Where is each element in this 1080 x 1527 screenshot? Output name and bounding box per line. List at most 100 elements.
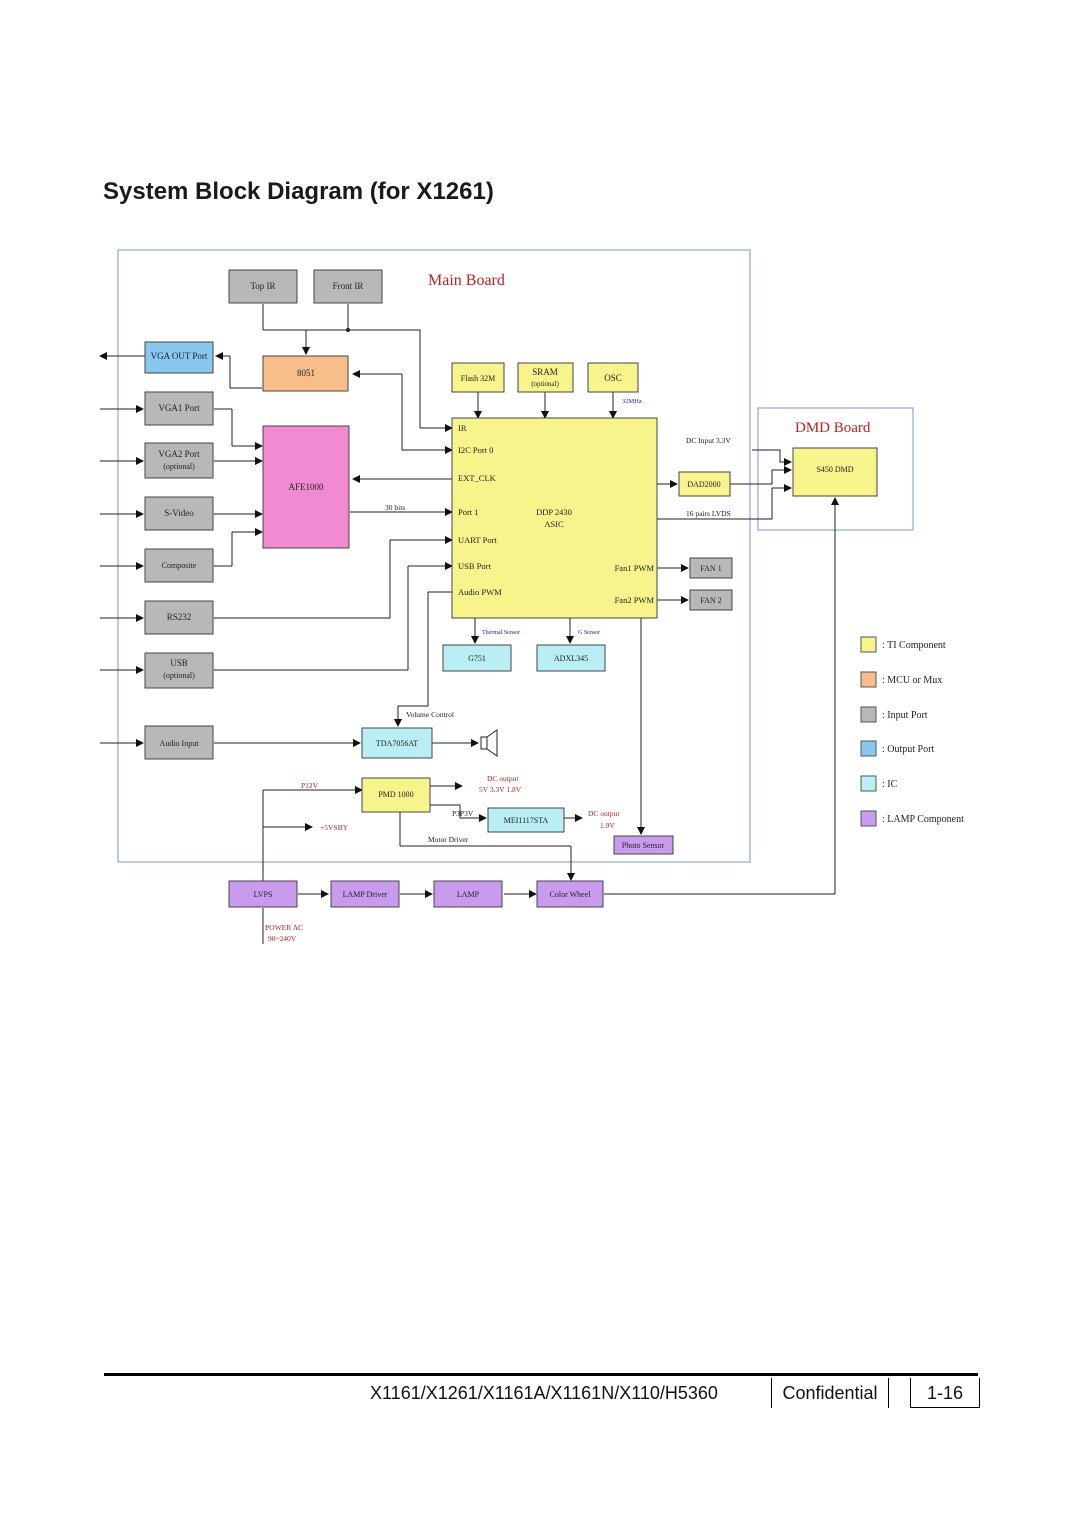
photo-sensor-label: Photo Sensor <box>622 841 665 850</box>
front-ir-label: Front IR <box>333 281 364 291</box>
legend-swatch-ti <box>860 636 877 653</box>
dad2000-label: DAD2000 <box>687 480 720 489</box>
legend-swatch-ic <box>860 775 877 792</box>
osc-label: OSC <box>604 373 622 383</box>
mei-label: MEI1117STA <box>504 816 549 825</box>
lamp-driver-label: LAMP Driver <box>343 890 388 899</box>
legend: : TI Component : MCU or Mux : Input Port… <box>860 636 964 827</box>
footer-confidential: Confidential <box>771 1378 889 1408</box>
bits30-label: 30 bits <box>385 503 405 512</box>
legend-swatch-lamp <box>860 810 877 827</box>
lvps-block <box>228 880 298 908</box>
fan1-block <box>689 557 733 579</box>
ddp-port-audio-pwm: Audio PWM <box>458 587 502 597</box>
main-board-label: Main Board <box>428 272 505 289</box>
flash-label: Flash 32M <box>461 374 495 383</box>
fan2-block <box>689 589 733 611</box>
p12v-label: P12V <box>301 781 319 790</box>
vga-out-port-label: VGA OUT Port <box>151 351 208 361</box>
dmd-board-label: DMD Board <box>795 420 871 436</box>
ddp-port-ir: IR <box>458 423 467 433</box>
ddp-asic-block <box>451 417 658 619</box>
vga2-port-block <box>144 442 214 479</box>
top-ir-label: Top IR <box>250 281 275 291</box>
photo-sensor-block <box>613 835 674 855</box>
page-title: System Block Diagram (for X1261) <box>103 178 494 205</box>
composite-label: Composite <box>162 561 197 570</box>
s-video-block <box>144 496 214 531</box>
ddp-port-port1: Port 1 <box>458 507 479 517</box>
vga2-port-label: VGA2 Port <box>158 449 200 459</box>
speaker-icon <box>480 729 498 757</box>
lamp-label: LAMP <box>457 890 480 899</box>
ddp-fan2-pwm: Fan2 PWM <box>615 595 655 605</box>
main-board-frame <box>117 249 751 863</box>
power-ac-label: POWER AC <box>265 923 303 932</box>
lvps-label: LVPS <box>254 890 273 899</box>
legend-swatch-input <box>860 706 877 723</box>
volume-control-label: Volume Control <box>406 710 454 719</box>
dc-output-2-label: DC output <box>588 809 620 818</box>
adxl345-block <box>536 644 606 672</box>
mcu-8051-block <box>262 355 349 392</box>
composite-block <box>144 548 214 583</box>
ddp-name: DDP 2430 <box>536 507 572 517</box>
sram-label: SRAM <box>532 367 558 377</box>
dc-output-1-voltage: 5V 3.3V 1.8V <box>479 785 522 794</box>
ddp-port-i2c: I2C Port 0 <box>458 445 493 455</box>
top-ir-block <box>228 269 298 304</box>
usb-block <box>144 652 214 689</box>
dmd-label: S450 DMD <box>816 465 853 474</box>
pmd1000-block <box>361 777 431 813</box>
s-video-label: S-Video <box>164 508 194 518</box>
lamp-driver-block <box>330 880 400 908</box>
dc-output-2-voltage: 1.9V <box>600 821 615 830</box>
afe1000-label: AFE1000 <box>288 482 324 492</box>
mcu-8051-label: 8051 <box>297 368 315 378</box>
dmd-block <box>792 447 878 497</box>
ddp-sub: ASIC <box>544 519 564 529</box>
motor-driver-label: Motor Driver <box>428 835 469 844</box>
system-block-diagram: Main Board DMD Board <box>99 249 964 944</box>
lvds-label: 16 pairs LVDS <box>686 509 731 518</box>
usb-label: USB <box>170 658 188 668</box>
g-sensor-label: G Sensor <box>578 630 600 636</box>
audio-input-label: Audio Input <box>160 739 200 748</box>
g751-block <box>442 644 512 672</box>
p5vsby-label: +5VSBY <box>320 823 349 832</box>
audio-input-block <box>144 725 214 760</box>
footer-models: X1161/X1261/X1161A/X1161N/X110/H5360 <box>370 1383 718 1403</box>
usb-optional-label: (optional) <box>163 671 195 680</box>
tda-label: TDA7056AT <box>376 739 418 748</box>
ddp-port-uart: UART Port <box>458 535 497 545</box>
power-ac-voltage: 90~240V <box>268 934 297 943</box>
fan1-label: FAN 1 <box>700 564 721 573</box>
sram-optional-label: (optional) <box>531 380 559 388</box>
legend-swatch-output <box>860 740 877 757</box>
ddp-port-usb: USB Port <box>458 561 491 571</box>
p3p3v-label: P3P3V <box>452 809 474 818</box>
dc-input-label: DC Input 3.3V <box>686 436 731 445</box>
vga1-port-label: VGA1 Port <box>158 403 200 413</box>
mei-block <box>487 807 565 833</box>
legend-label-input: : Input Port <box>882 710 928 721</box>
rs232-block <box>144 600 214 635</box>
legend-label-mcu: : MCU or Mux <box>882 675 942 686</box>
sram-block <box>517 362 574 393</box>
thermal-sensor-label: Thermal Sensor <box>482 630 520 636</box>
color-wheel-block <box>536 880 604 908</box>
adxl345-label: ADXL345 <box>554 654 588 663</box>
vga1-port-block <box>144 391 214 426</box>
dc-output-1-label: DC output <box>487 774 519 783</box>
legend-swatch-mcu <box>860 671 877 688</box>
front-ir-block <box>313 269 383 304</box>
lamp-block <box>433 880 503 908</box>
fan2-label: FAN 2 <box>700 596 721 605</box>
legend-label-lamp: : LAMP Component <box>882 814 964 825</box>
rs232-label: RS232 <box>167 612 192 622</box>
vga2-optional-label: (optional) <box>163 462 195 471</box>
g751-label: G751 <box>468 654 486 663</box>
dad2000-block <box>678 471 731 497</box>
vga-out-port-block <box>144 341 214 374</box>
tda-block <box>361 727 433 759</box>
